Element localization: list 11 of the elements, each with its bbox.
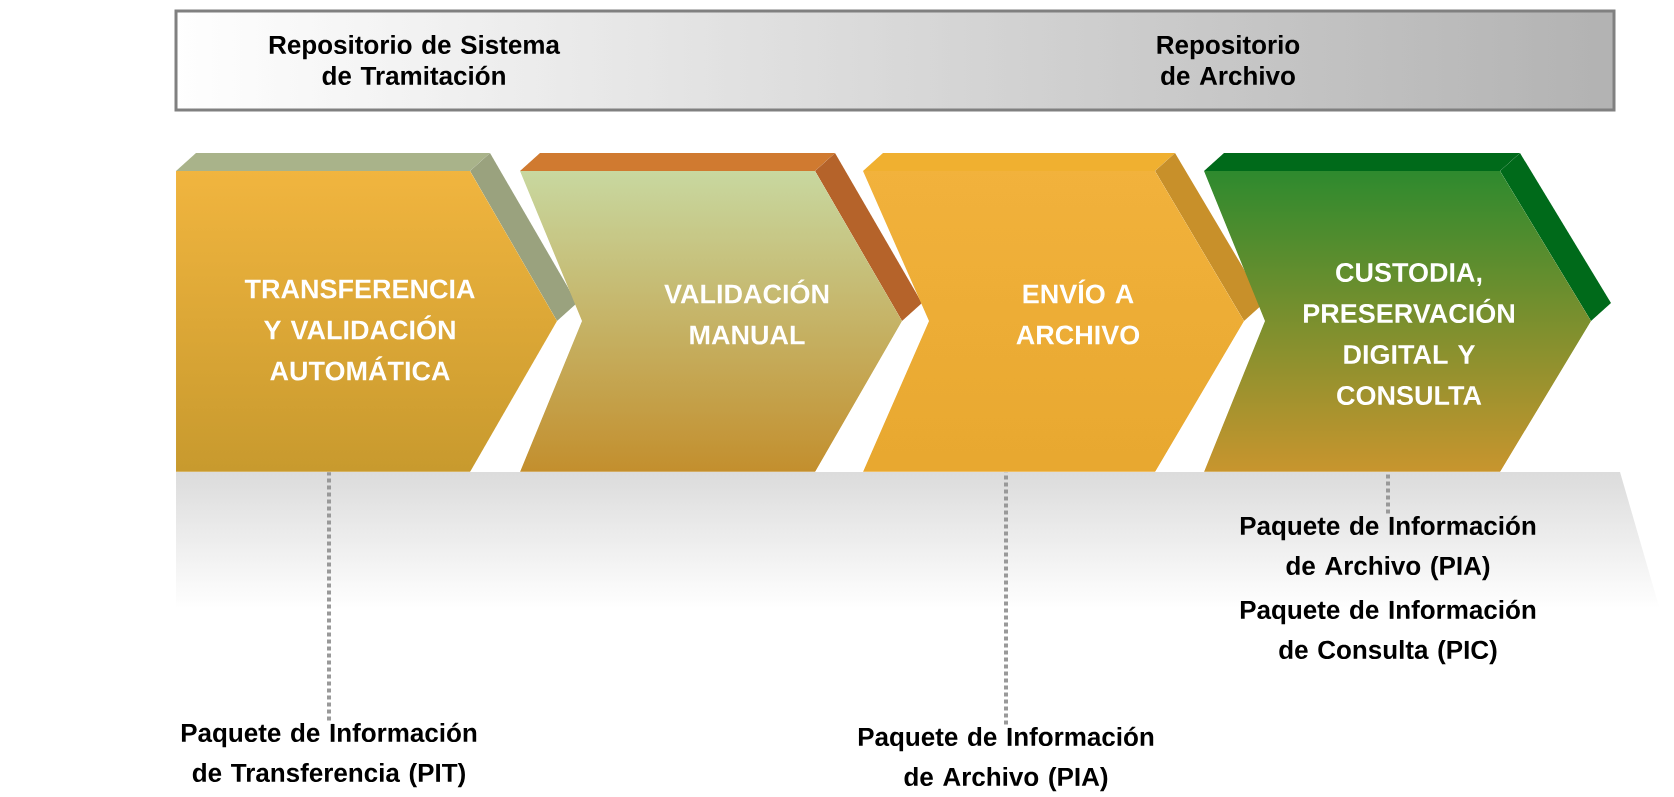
package-label: Paquete de Información de Transferencia (PIT) xyxy=(181,722,477,788)
process-step-panel: TRANSFERENCIA Y VALIDACIÓN AUTOMÁTICA xyxy=(176,153,577,472)
process-step-panel: CUSTODIA, PRESERVACIÓN DIGITAL Y CONSULTA xyxy=(1204,153,1611,472)
leader-line xyxy=(327,472,331,721)
header-bar: Repositorio de Sistema de Tramitación Repositorio de Archivo xyxy=(174,9,1616,112)
leader-line xyxy=(1004,472,1008,725)
package-label: Paquete de Información de Archivo (PIA) xyxy=(858,726,1154,792)
process-step-panel: VALIDACIÓN MANUAL xyxy=(520,153,922,472)
process-step-panel: ENVÍO A ARCHIVO xyxy=(863,153,1264,472)
package-label: Paquete de Información de Archivo (PIA) Paquete de Información de Consulta (PIC) xyxy=(1240,515,1536,665)
leader-line xyxy=(1386,472,1390,514)
